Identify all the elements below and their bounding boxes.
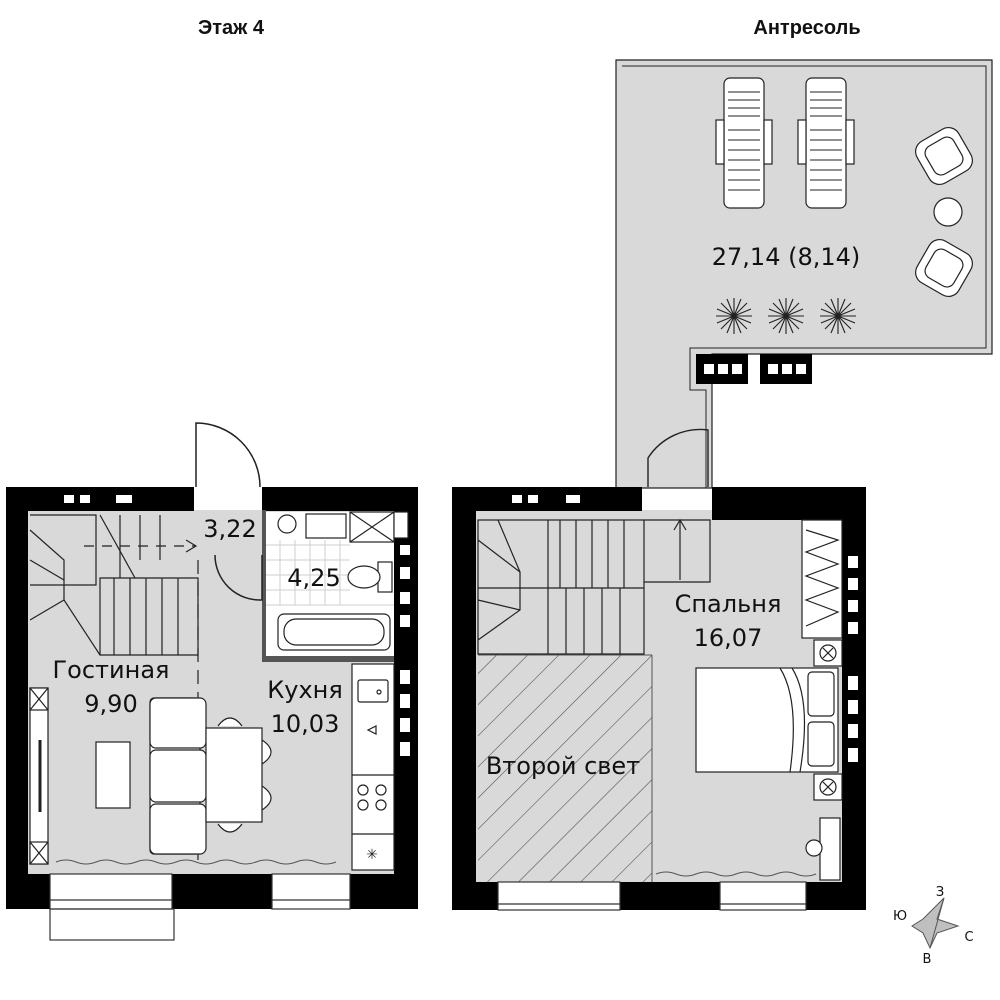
coffee-table — [95, 741, 131, 809]
terrace-plants — [716, 298, 856, 334]
kitchen-area: 10,03 — [271, 710, 340, 738]
compass-east: С — [964, 930, 973, 945]
compass-north: З — [936, 885, 944, 900]
living-room-area: 9,90 — [84, 690, 137, 718]
compass-west: Ю — [893, 909, 907, 924]
terrace-vents — [696, 354, 812, 384]
second-light-label: Второй свет — [486, 752, 640, 780]
floor4-walls — [6, 487, 418, 909]
kitchen-counter: ✳ — [351, 663, 395, 871]
bath-fixtures — [277, 511, 409, 651]
terrace-armchairs — [915, 127, 973, 297]
mezzanine-staircase — [477, 518, 711, 655]
terrace-border — [622, 65, 987, 488]
dining-table — [205, 717, 272, 833]
bedroom-area: 16,07 — [694, 624, 763, 652]
terrace-door — [647, 428, 709, 487]
svg-text:✳: ✳ — [366, 846, 378, 862]
bathroom-area: 4,25 — [287, 564, 340, 592]
second-light-area — [478, 655, 652, 882]
kitchen-name: Кухня — [267, 676, 343, 704]
living-room-name: Гостиная — [53, 656, 170, 684]
compass-star-icon — [911, 897, 960, 950]
floor4-right-vents — [400, 545, 410, 756]
bathroom-door — [214, 554, 263, 601]
entrance-door — [195, 422, 261, 488]
sun-loungers — [715, 77, 855, 209]
sofa — [149, 697, 207, 855]
hall-area: 3,22 — [203, 515, 256, 543]
mezzanine-vents — [512, 495, 858, 762]
wardrobe — [801, 519, 843, 639]
compass-rose: З Ю С В — [893, 885, 974, 967]
floor4-curtain — [55, 859, 337, 865]
bed — [695, 639, 843, 801]
bathroom-tiles — [266, 540, 394, 606]
mezzanine-walls — [452, 487, 866, 910]
floor4-title: Этаж 4 — [198, 17, 265, 39]
compass-south: В — [923, 952, 932, 967]
floor4-top-vents — [64, 495, 132, 503]
floor4-plan: ✳ — [6, 422, 418, 941]
mezzanine-plan — [452, 59, 993, 911]
bedroom-name: Спальня — [675, 590, 782, 618]
mezzanine-curtain — [655, 871, 817, 877]
floor4-windows — [49, 873, 351, 941]
terrace-area: 27,14 (8,14) — [712, 243, 861, 271]
mezzanine-title: Антресоль — [753, 17, 860, 39]
desk — [805, 817, 841, 881]
tv-unit — [29, 687, 49, 865]
mezzanine-windows — [497, 881, 807, 911]
